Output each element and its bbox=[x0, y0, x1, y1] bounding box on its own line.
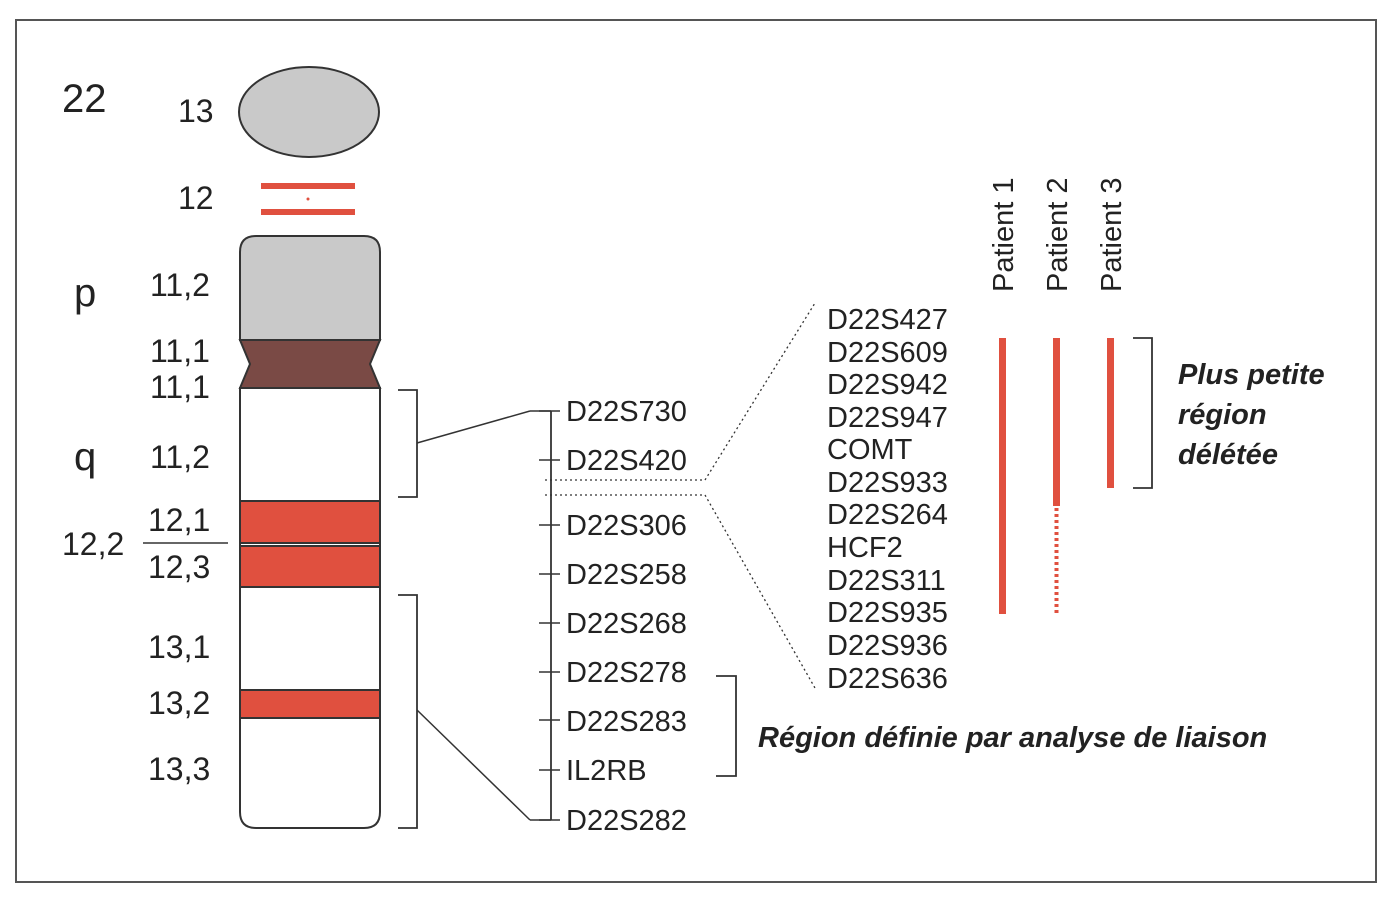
arm-p-label: p bbox=[74, 271, 96, 315]
map-marker-label: D22S278 bbox=[566, 657, 687, 689]
smallest-region-label: Plus petite bbox=[1178, 359, 1325, 391]
band-p12-stalk-bottom bbox=[261, 209, 355, 215]
smallest-region-label: région bbox=[1178, 399, 1267, 431]
detail-marker-label: D22S311 bbox=[827, 565, 946, 597]
band-label-p12: 12 bbox=[178, 180, 214, 216]
band-p12-stalk-top bbox=[261, 183, 355, 189]
map-marker-label: IL2RB bbox=[566, 755, 647, 787]
band-label-q12-3: 12,3 bbox=[148, 549, 210, 585]
patient-header: Patient 2 bbox=[1042, 178, 1074, 292]
arm-q-label: q bbox=[74, 435, 96, 479]
band-label-q13-1: 13,1 bbox=[148, 629, 210, 665]
q-arm bbox=[239, 387, 381, 829]
band-label-q12-2: 12,2 bbox=[62, 526, 124, 562]
detail-marker-label: D22S947 bbox=[827, 402, 948, 434]
map-marker-label: D22S268 bbox=[566, 608, 687, 640]
chromosome-number: 22 bbox=[62, 77, 107, 121]
connector-q13 bbox=[416, 709, 531, 821]
band-q12-1 bbox=[241, 501, 379, 542]
band-p11-2 bbox=[239, 235, 381, 341]
zoom-line-bottom bbox=[704, 494, 816, 689]
bracket-q13 bbox=[398, 594, 418, 829]
patient-3-deletion-bar bbox=[1107, 338, 1114, 488]
detail-marker-label: D22S636 bbox=[827, 663, 948, 695]
detail-marker-label: D22S942 bbox=[827, 369, 948, 401]
detail-marker-label: D22S264 bbox=[827, 499, 948, 531]
patient-2-deletion-bar bbox=[1053, 338, 1060, 506]
band-label-q12-1: 12,1 bbox=[148, 502, 210, 538]
bracket-linkage-region bbox=[716, 675, 737, 777]
band-label-q11-1: 11,1 bbox=[150, 369, 210, 405]
detail-marker-label: D22S936 bbox=[827, 630, 948, 662]
smallest-region-label: délétée bbox=[1178, 439, 1278, 471]
map-marker-label: D22S730 bbox=[566, 396, 687, 428]
detail-marker-label: D22S609 bbox=[827, 337, 948, 369]
band-label-p13: 13 bbox=[178, 93, 214, 129]
patient-1-deletion-bar bbox=[999, 338, 1006, 614]
detail-marker-label: COMT bbox=[827, 434, 913, 466]
band-label-q13-2: 13,2 bbox=[148, 685, 210, 721]
linkage-region-label: Région définie par analyse de liaison bbox=[758, 722, 1267, 754]
patient-header: Patient 3 bbox=[1096, 178, 1128, 292]
band-q13-2 bbox=[241, 690, 379, 718]
patient-header: Patient 1 bbox=[988, 178, 1020, 292]
map-marker-label: D22S283 bbox=[566, 706, 687, 738]
map-marker-label: D22S258 bbox=[566, 559, 687, 591]
band-label-q13-3: 13,3 bbox=[148, 751, 210, 787]
detail-marker-label: D22S933 bbox=[827, 467, 948, 499]
map-marker-label: D22S306 bbox=[566, 510, 687, 542]
detail-marker-label: HCF2 bbox=[827, 532, 903, 564]
band-label-q11-2: 11,2 bbox=[150, 439, 210, 475]
detail-marker-label: D22S935 bbox=[827, 597, 948, 629]
centromere bbox=[238, 339, 382, 389]
band-p12-dot bbox=[306, 197, 310, 201]
map-marker-label: D22S282 bbox=[566, 805, 687, 837]
detail-marker-label: D22S427 bbox=[827, 304, 948, 336]
band-label-p11-1: 11,1 bbox=[150, 333, 210, 369]
bracket-smallest-region bbox=[1133, 337, 1153, 489]
map-marker-label: D22S420 bbox=[566, 445, 687, 477]
bracket-q11 bbox=[398, 389, 418, 498]
band-label-p11-2: 11,2 bbox=[150, 267, 210, 303]
band-q12-3 bbox=[241, 546, 379, 587]
band-p13-satellite bbox=[238, 66, 380, 158]
connector-q11 bbox=[416, 410, 531, 444]
